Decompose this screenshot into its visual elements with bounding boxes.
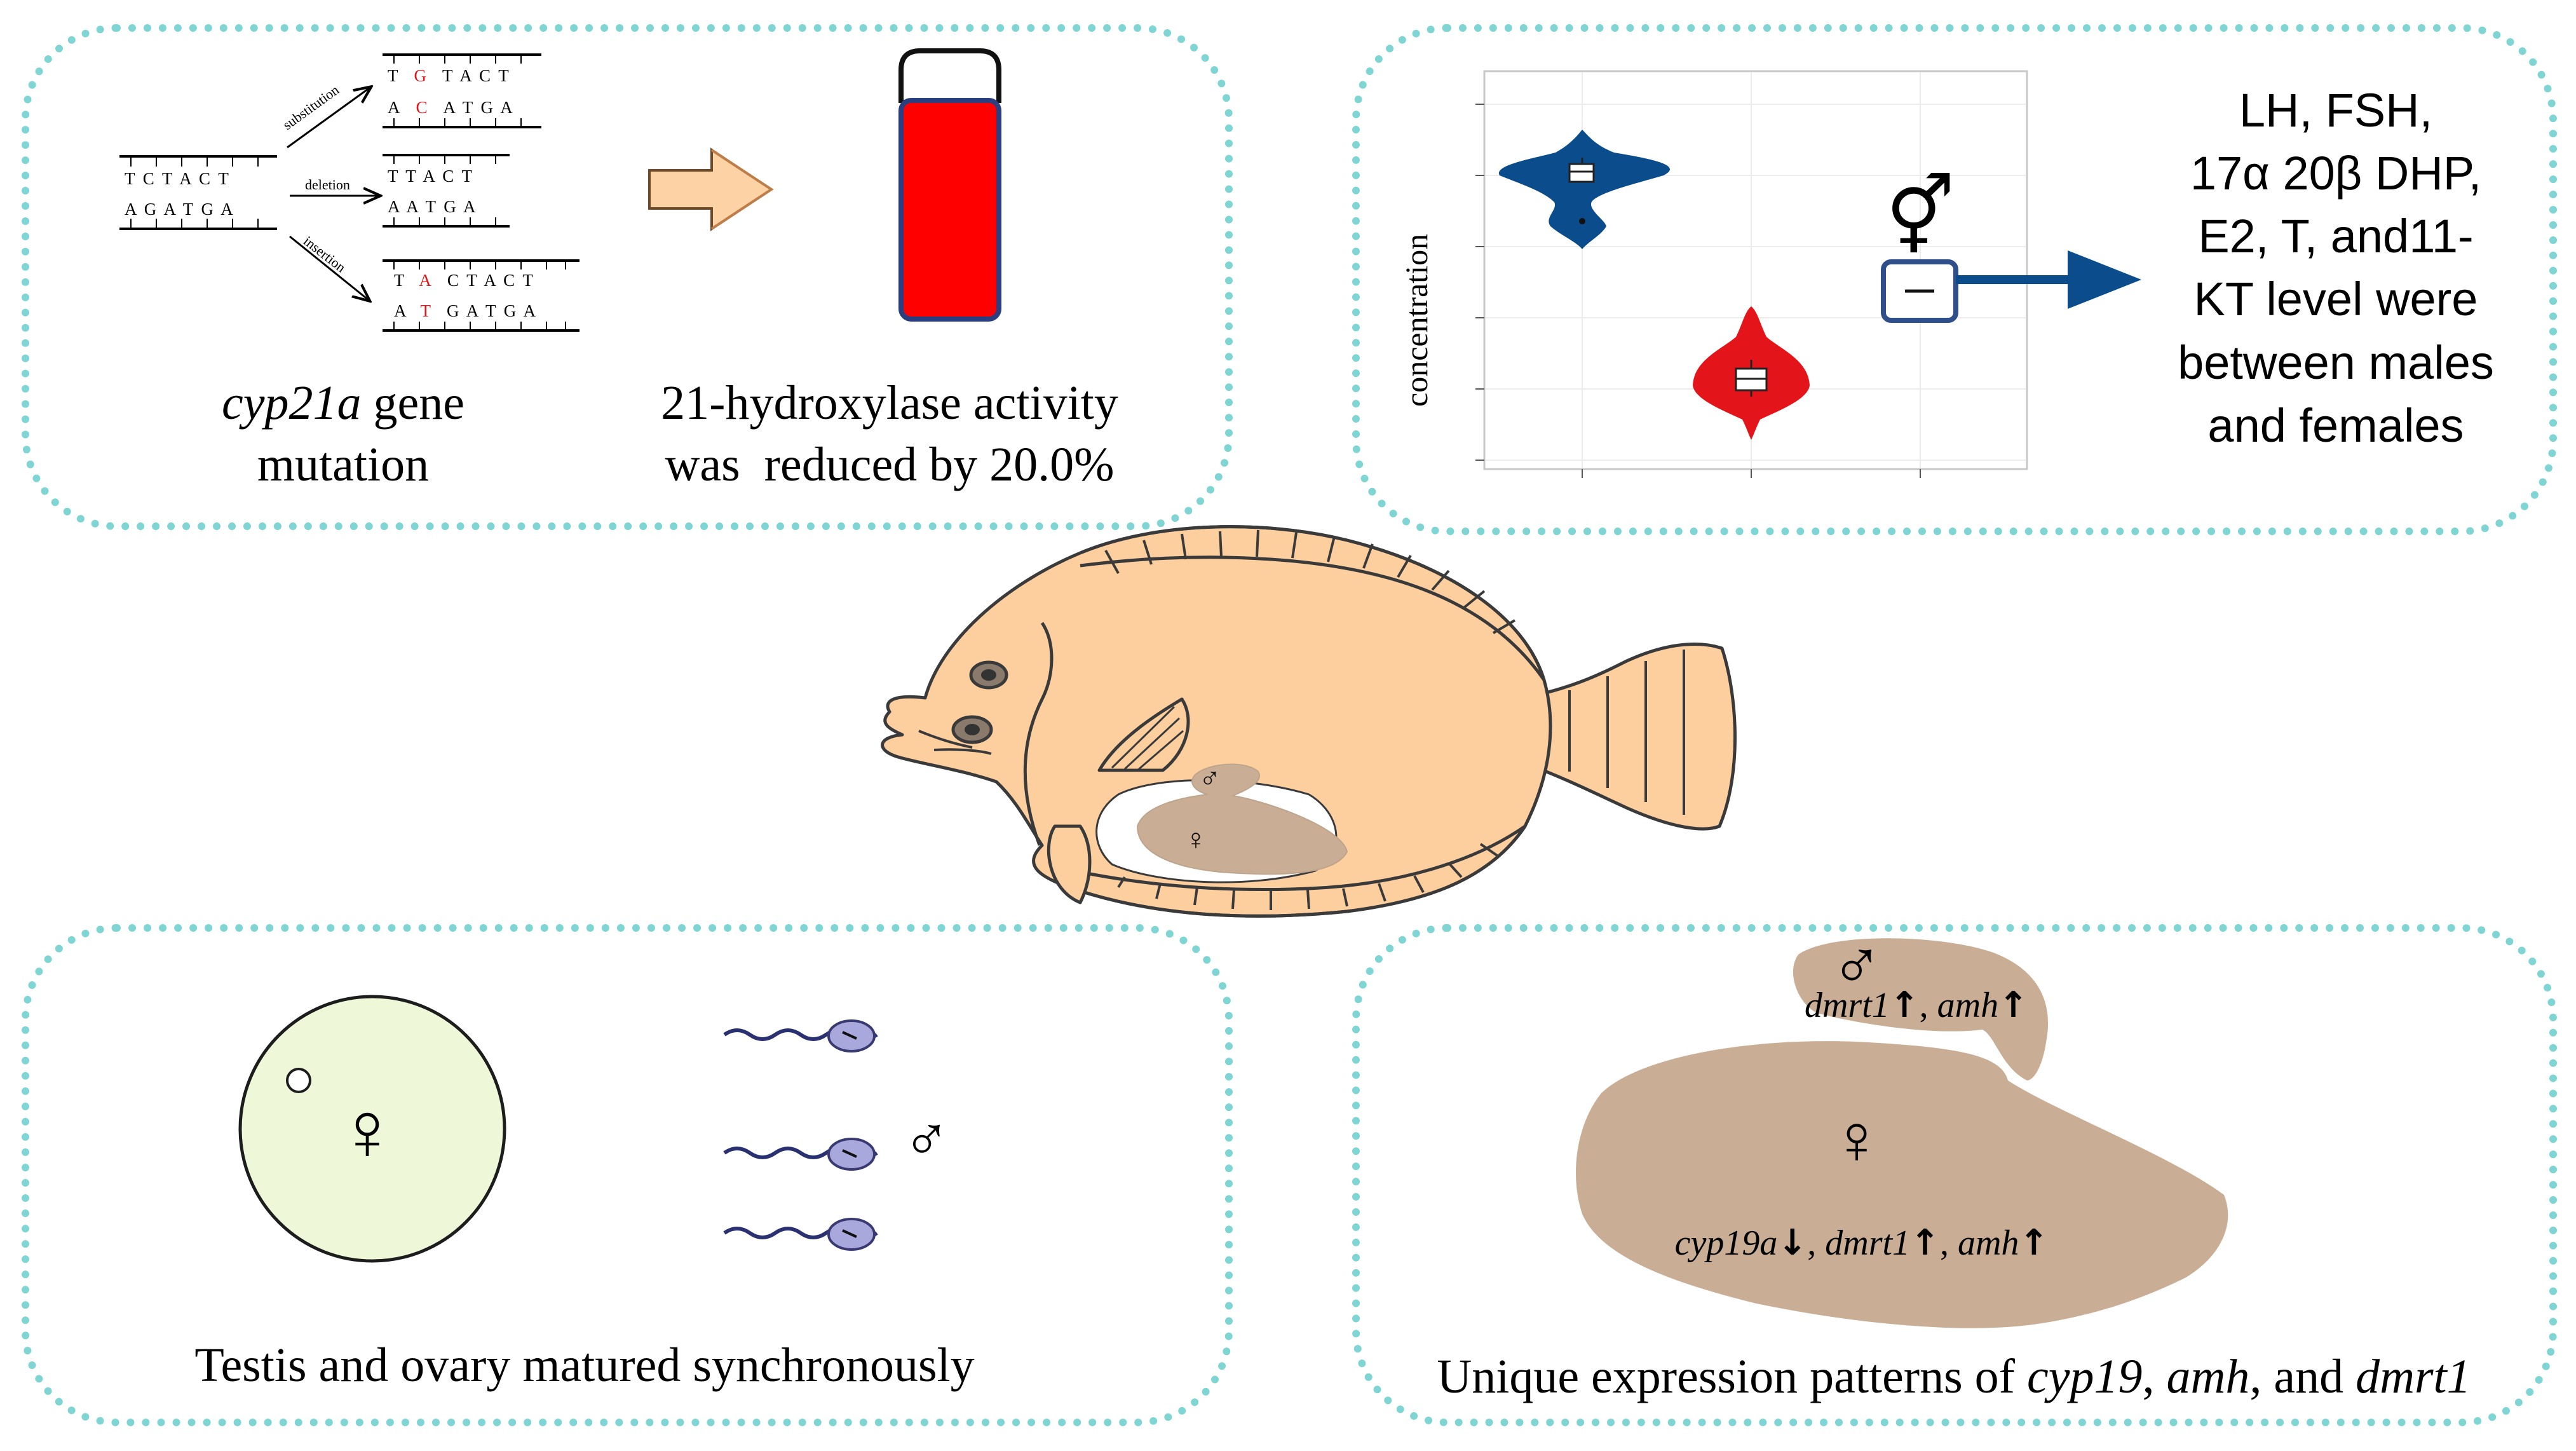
chart-y-axis-label: concentration xyxy=(1399,234,1434,407)
dna-sub-bottom-rest: A T G A xyxy=(444,98,515,117)
gene-suffix: gene xyxy=(361,376,464,430)
svg-text:TGT A C T: TG T A C T xyxy=(388,66,511,85)
gene-separator: , xyxy=(1807,1223,1825,1263)
testis-gene-list: dmrt1↑, amh↑ xyxy=(1805,984,2028,1026)
ovary-gene-list: cyp19a↓, dmrt1↑, amh↑ xyxy=(1675,1222,2049,1264)
dna-sub-top-rest: T A C T xyxy=(442,66,511,85)
up-arrow-icon: ↑ xyxy=(1998,984,2028,1026)
dna-sub-bottom-a: A xyxy=(388,98,402,117)
testis-gene-dmrt1: dmrt1 xyxy=(1805,986,1890,1025)
hormone-conclusion: LH, FSH, 17α 20β DHP, E2, T, and11- KT l… xyxy=(2145,79,2526,457)
fish-tail xyxy=(1528,642,1737,831)
expression-caption: Unique expression patterns of cyp19, amh… xyxy=(1366,1346,2542,1408)
mutation-line2: mutation xyxy=(257,438,430,492)
ovary-gene-dmrt1: dmrt1 xyxy=(1825,1223,1910,1263)
conclusion-line: KT level were xyxy=(2193,273,2478,326)
conclusion-line: E2, T, and11- xyxy=(2198,210,2474,263)
panel-gene-expression xyxy=(1352,924,2557,1426)
insertion-arrow xyxy=(289,235,369,300)
conclusion-line: LH, FSH, xyxy=(2239,84,2433,137)
dna-del-top-strand: T T A C T xyxy=(388,167,474,186)
panel-hormone-levels xyxy=(1352,24,2557,535)
ovary-shape xyxy=(1576,1041,2228,1328)
substitution-arrow xyxy=(287,88,370,149)
dna-sub-bottom-mutant: C xyxy=(416,98,430,117)
dna-ins-top-rest: C T A C T xyxy=(447,271,535,290)
gene-separator: , xyxy=(1940,1223,1958,1263)
dna-deletion: T T A C T A A T G A xyxy=(383,154,510,228)
sperm-cell xyxy=(723,1019,878,1052)
sperm-male-symbol: ♂ xyxy=(903,1104,951,1175)
dna-ins-bottom-rest: G A T G A xyxy=(447,301,538,320)
ovary-gene-cyp19a: cyp19a xyxy=(1675,1223,1778,1263)
gene-name-cyp21a: cyp21a xyxy=(222,376,362,430)
sperm-cell xyxy=(723,1218,878,1251)
conclusion-line: between males xyxy=(2178,336,2494,389)
svg-text:TAC T A C T: TA C T A C T xyxy=(394,271,535,290)
oocyte-female-symbol: ♀ xyxy=(336,1086,398,1178)
gene-separator: , xyxy=(1920,986,1937,1025)
panel-mutation-activity xyxy=(22,24,1233,530)
caption-separator: , and xyxy=(2249,1350,2356,1403)
activity-line1: 21-hydroxylase activity xyxy=(661,376,1118,430)
dna-sub-top-a: T xyxy=(388,66,400,85)
up-arrow-icon: ↑ xyxy=(1910,1222,1940,1264)
testis-gene-amh: amh xyxy=(1937,986,1998,1025)
dna-ins-bottom-a: A xyxy=(394,301,407,320)
caption-gene-cyp19: cyp19 xyxy=(2027,1350,2143,1403)
up-arrow-icon: ↑ xyxy=(2019,1222,2049,1264)
insertion-label: insertion xyxy=(301,233,349,275)
oocyte xyxy=(238,995,506,1263)
sperm-cells xyxy=(723,1019,878,1251)
conclusion-line: and females xyxy=(2207,399,2464,452)
conclusion-line: 17α 20β DHP, xyxy=(2190,147,2482,200)
violin-female-group xyxy=(1498,130,1670,249)
up-arrow-icon: ↑ xyxy=(1890,984,1920,1026)
testis-male-symbol: ♂ xyxy=(1831,927,1883,1004)
dna-wt-bottom-strand: A G A T G A xyxy=(125,200,235,219)
ovary-gene-amh: amh xyxy=(1958,1223,2019,1263)
testis-shape xyxy=(1793,938,2049,1080)
caption-gene-amh: amh xyxy=(2166,1350,2250,1403)
panel-gonad-maturation xyxy=(22,924,1233,1426)
dna-sub-top-mutant: G xyxy=(414,66,429,85)
down-arrow-icon: ↓ xyxy=(1777,1222,1807,1264)
maturation-caption: Testis and ovary matured synchronously xyxy=(194,1339,975,1392)
dna-wt-top-strand: T C T A C T xyxy=(125,169,231,188)
sperm-cell xyxy=(723,1138,878,1171)
intersex-symbol: ⚥ xyxy=(1886,173,1955,259)
dna-wildtype: T C T A C T A G A T G A xyxy=(119,155,277,230)
fish-male-symbol: ♂ xyxy=(1199,762,1221,794)
substitution-label: substitution xyxy=(280,81,342,133)
test-tube-icon xyxy=(898,48,1001,322)
caption-gene-dmrt1: dmrt1 xyxy=(2356,1350,2471,1403)
dna-ins-bottom-mutant: T xyxy=(421,301,433,320)
svg-text:ATG A T G A: AT G A T G A xyxy=(394,301,538,320)
hormone-chart: concentration ⚥ xyxy=(1399,70,2141,478)
dna-ins-top-mutant: A xyxy=(419,271,433,290)
dna-mutation-diagram: T C T A C T A G A T G A substitution del… xyxy=(119,53,580,332)
flatfish-illustration: ♂ ♀ xyxy=(881,525,1737,918)
deletion-label: deletion xyxy=(305,177,350,193)
svg-text:ACA T G A: AC A T G A xyxy=(388,98,515,117)
block-arrow-icon xyxy=(648,147,774,231)
activity-line2: was reduced by 20.0% xyxy=(665,438,1115,492)
caption-separator: , xyxy=(2142,1350,2167,1403)
dna-del-bottom-strand: A A T G A xyxy=(388,197,478,216)
expression-caption-prefix: Unique expression patterns of xyxy=(1437,1350,2027,1403)
activity-caption: 21-hydroxylase activity was reduced by 2… xyxy=(610,372,1169,496)
fish-gonad xyxy=(1137,763,1348,875)
dna-ins-top-a: T xyxy=(394,271,405,290)
mutation-caption: cyp21a gene mutation xyxy=(153,372,534,496)
ovary-female-symbol: ♀ xyxy=(1831,1101,1883,1178)
fish-female-symbol: ♀ xyxy=(1185,823,1207,855)
tube-fill xyxy=(898,98,1001,322)
